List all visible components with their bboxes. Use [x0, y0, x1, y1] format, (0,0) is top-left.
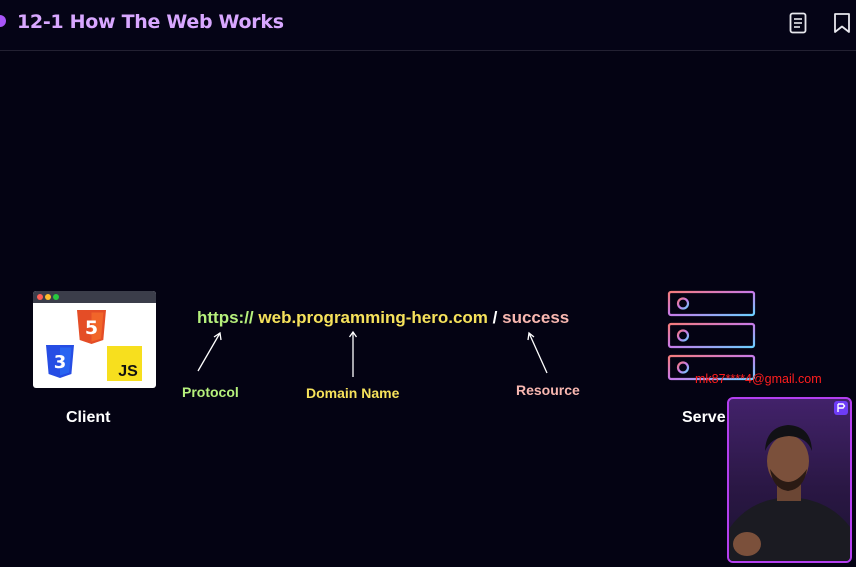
webcam-toggle-button[interactable]	[834, 401, 848, 415]
url-separator: /	[492, 308, 498, 327]
javascript-logo-icon: JS	[107, 346, 142, 381]
url-resource: success	[502, 308, 570, 327]
protocol-arrow	[197, 332, 221, 372]
status-dot	[0, 15, 6, 27]
bookmark-icon[interactable]	[833, 12, 851, 34]
server-icon	[667, 290, 756, 381]
css3-logo-icon: 3	[46, 345, 74, 378]
window-maximize-dot	[53, 294, 59, 300]
url-breakdown: https:// web.programming-hero.com / succ…	[197, 308, 569, 328]
url-domain: web.programming-hero.com	[258, 308, 488, 327]
browser-title-bar	[33, 291, 156, 303]
resource-arrowhead	[527, 331, 535, 341]
resource-arrow	[528, 332, 548, 374]
url-protocol: https://	[197, 308, 254, 327]
domain-annotation: Domain Name	[306, 385, 400, 401]
domain-arrowhead	[348, 330, 358, 338]
client-label: Client	[66, 409, 111, 426]
page-title: 12-1 How The Web Works	[17, 11, 284, 33]
protocol-annotation: Protocol	[182, 384, 239, 400]
resource-annotation: Resource	[516, 382, 580, 398]
email-watermark: mk87****4@gmail.com	[695, 372, 822, 386]
presenter-figure-icon	[729, 425, 850, 561]
window-minimize-dot	[45, 294, 51, 300]
html5-logo-text: 5	[85, 317, 98, 339]
webcam-overlay[interactable]	[727, 397, 852, 563]
css3-logo-text: 3	[54, 352, 67, 373]
picture-in-picture-icon	[837, 403, 846, 412]
notes-icon[interactable]	[789, 12, 807, 34]
js-logo-text: JS	[118, 363, 138, 380]
html5-logo-icon: 5	[77, 310, 106, 344]
window-close-dot	[37, 294, 43, 300]
protocol-arrowhead	[213, 331, 222, 341]
client-browser-illustration: 5 3 JS	[33, 291, 156, 388]
server-label: Serve	[682, 409, 726, 426]
top-bar: 12-1 How The Web Works	[0, 0, 856, 51]
